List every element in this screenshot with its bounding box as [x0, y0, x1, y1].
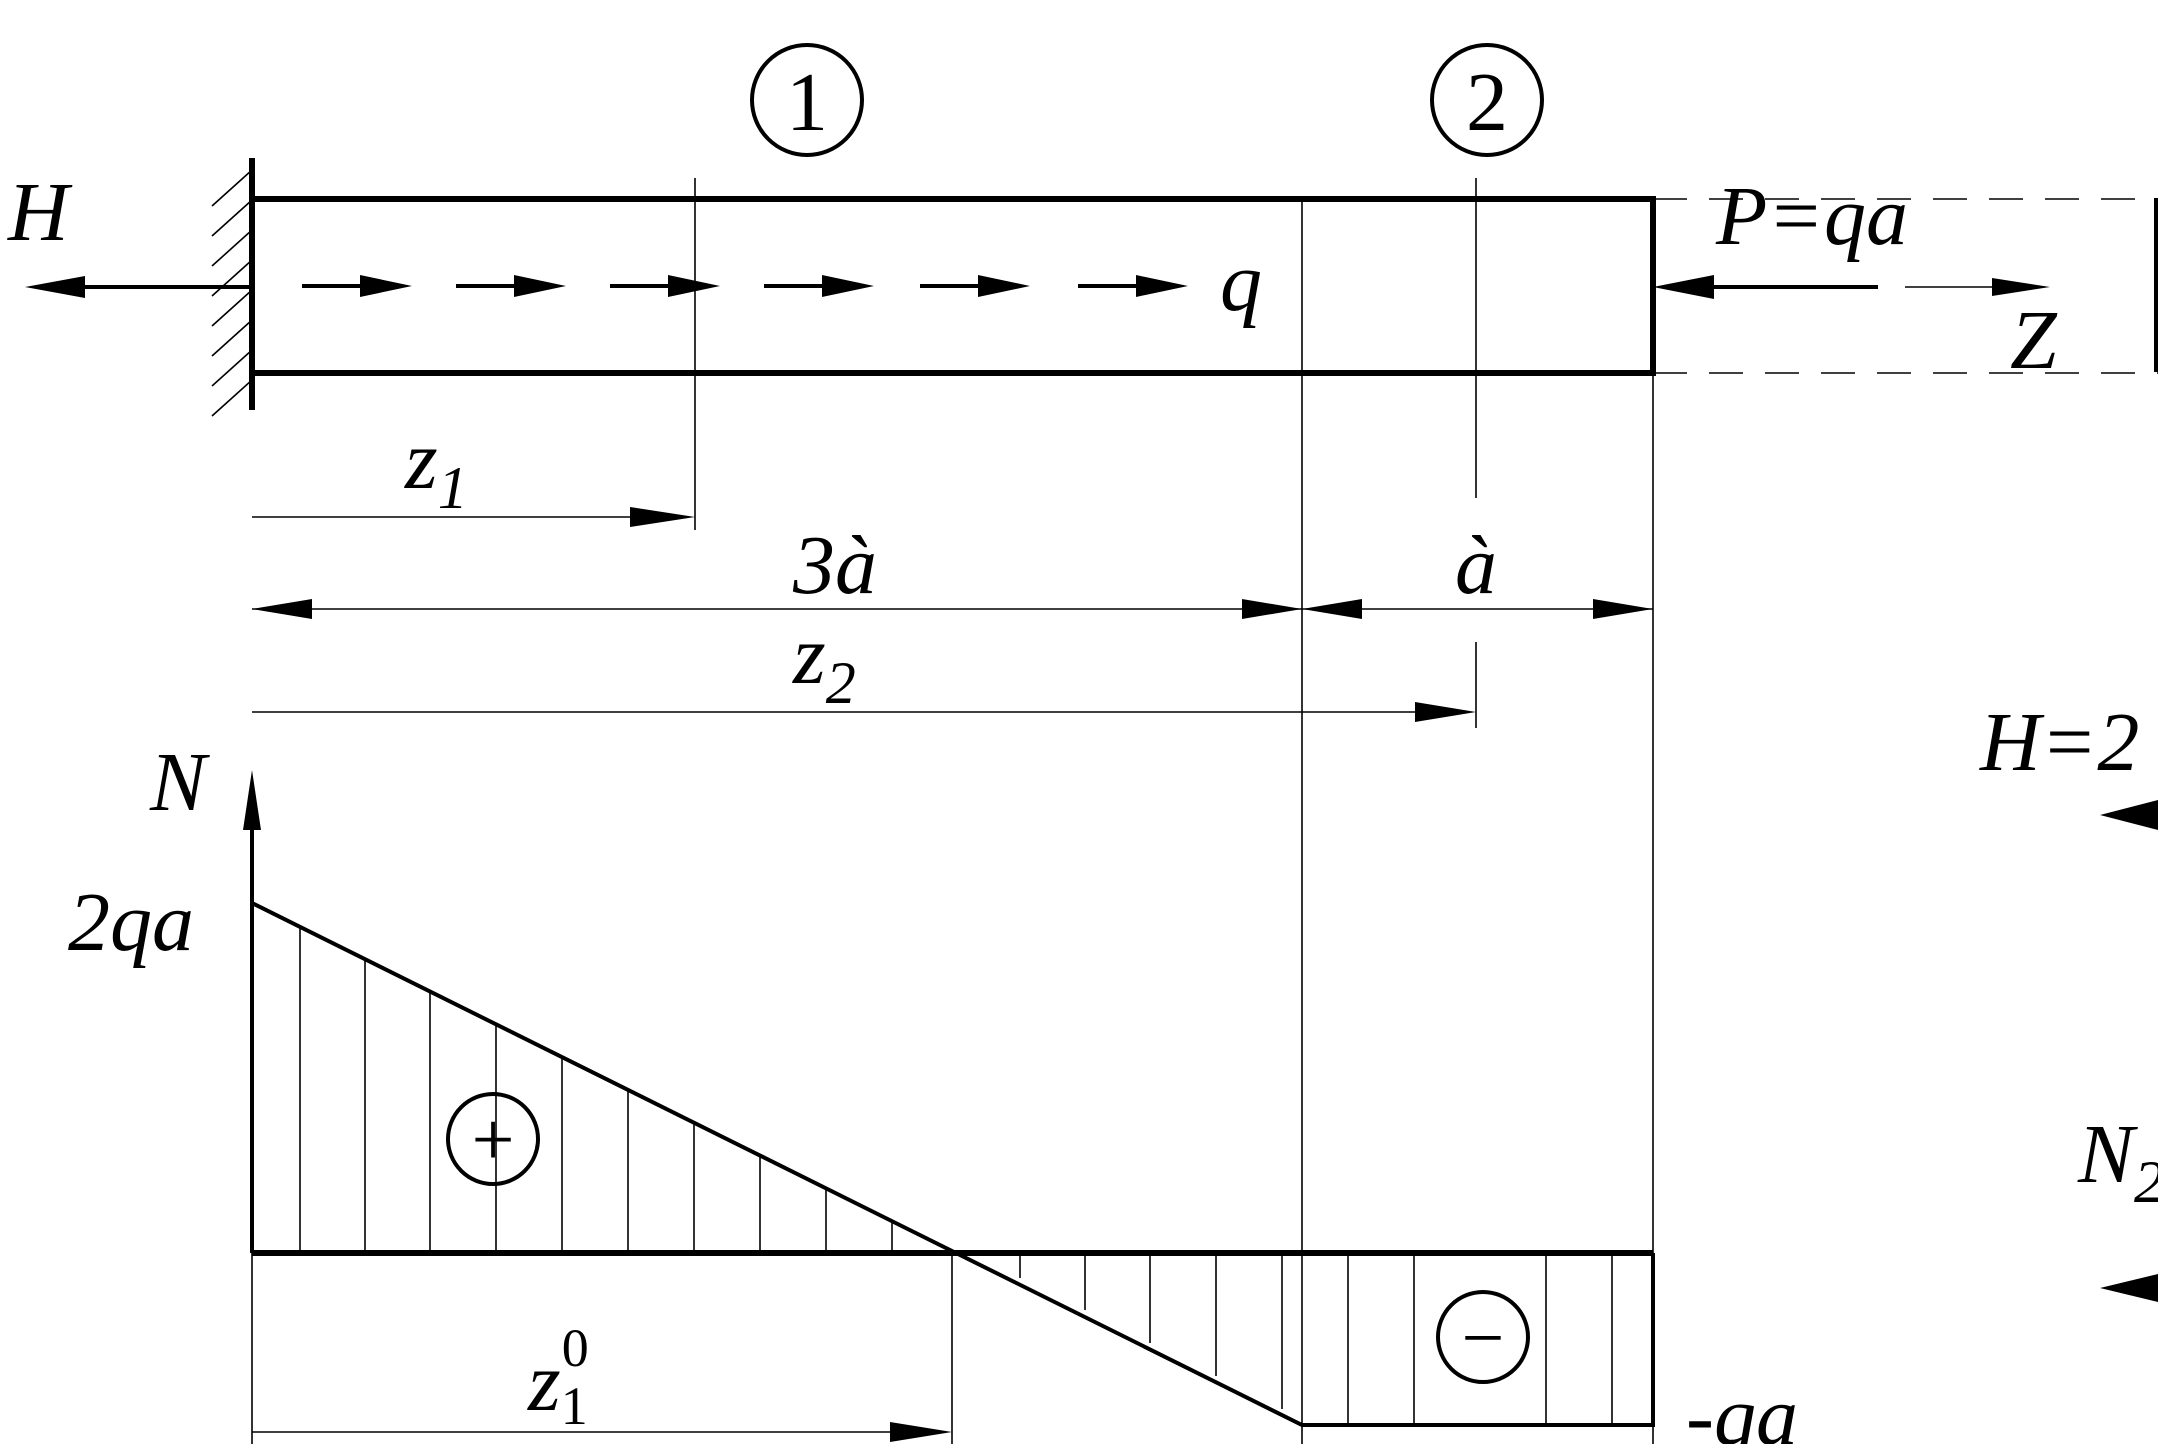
dim-z2-arrowhead: [1415, 702, 1476, 722]
right-partial-free-body: H=2 N2: [1979, 696, 2158, 1302]
minus-sign-circle: [1436, 1290, 1530, 1384]
dim-3a-left-arrowhead: [252, 599, 312, 619]
dim-z10-label: z10: [527, 1318, 589, 1436]
diagram-outline: [250, 899, 1655, 1427]
reaction-H-arrowhead: [25, 276, 85, 298]
section-1-number: 1: [786, 56, 828, 149]
dim-a-label: à: [1455, 519, 1497, 612]
force-P-arrowhead: [1653, 275, 1714, 299]
section-2-circle: [1430, 43, 1544, 157]
force-P-label: P=qa: [1715, 170, 1908, 263]
dim-z1-arrowhead: [630, 507, 695, 527]
value-bottom-label: -qa: [1686, 1370, 1798, 1444]
reaction-H-label: H: [7, 166, 73, 259]
section-2-number: 2: [1466, 56, 1508, 149]
dim-a-right-arrowhead: [1593, 599, 1653, 619]
axial-force-diagram: N: [68, 736, 1798, 1444]
wall-hatching: [211, 169, 253, 417]
fixed-support: [211, 158, 255, 417]
load-arrow: [456, 275, 566, 297]
dim-z10-arrowhead: [890, 1422, 952, 1442]
force-P: P=qa: [1653, 170, 1908, 299]
section-marker-1: 1: [694, 43, 864, 530]
n-axis-label: N: [149, 736, 210, 829]
negative-hatching: [1019, 1255, 1613, 1424]
z-axis-arrowhead: [1992, 278, 2050, 296]
dim-z1-label: z1: [404, 414, 468, 521]
dimension-3a: 3à: [252, 519, 1302, 619]
dimension-z1: z1: [252, 414, 695, 527]
right-H-label: H=2: [1979, 696, 2139, 789]
plus-sign: +: [472, 1098, 515, 1182]
right-N-label: N2: [2077, 1108, 2158, 1215]
z-axis: Z: [1653, 198, 2158, 387]
load-arrow: [302, 275, 412, 297]
positive-hatching: [299, 925, 893, 1251]
load-arrow: [920, 275, 1030, 297]
n-axis-arrowhead: [243, 770, 261, 830]
right-H-arrowhead: [2100, 800, 2158, 830]
z-axis-label: Z: [2010, 294, 2058, 387]
dim-z2-label: z2: [792, 609, 856, 716]
reaction-H: H: [7, 166, 252, 298]
right-N-arrowhead: [2100, 1274, 2158, 1302]
dimension-z2: z2: [252, 609, 1477, 728]
section-1-circle: [750, 43, 864, 157]
minus-sign: −: [1462, 1296, 1505, 1380]
dim-3a-label: 3à: [792, 519, 877, 612]
dimension-a: à: [1302, 519, 1653, 619]
distributed-load-q: q: [302, 236, 1262, 329]
plus-sign-circle: [446, 1092, 540, 1186]
section-marker-2: 2: [1430, 43, 1544, 498]
load-q-label: q: [1220, 236, 1262, 329]
dim-3a-right-arrowhead: [1242, 599, 1302, 619]
load-arrow: [764, 275, 874, 297]
dim-a-left-arrowhead: [1302, 599, 1362, 619]
load-arrow: [610, 275, 720, 297]
value-top-label: 2qa: [68, 876, 194, 969]
load-arrow: [1078, 275, 1188, 297]
